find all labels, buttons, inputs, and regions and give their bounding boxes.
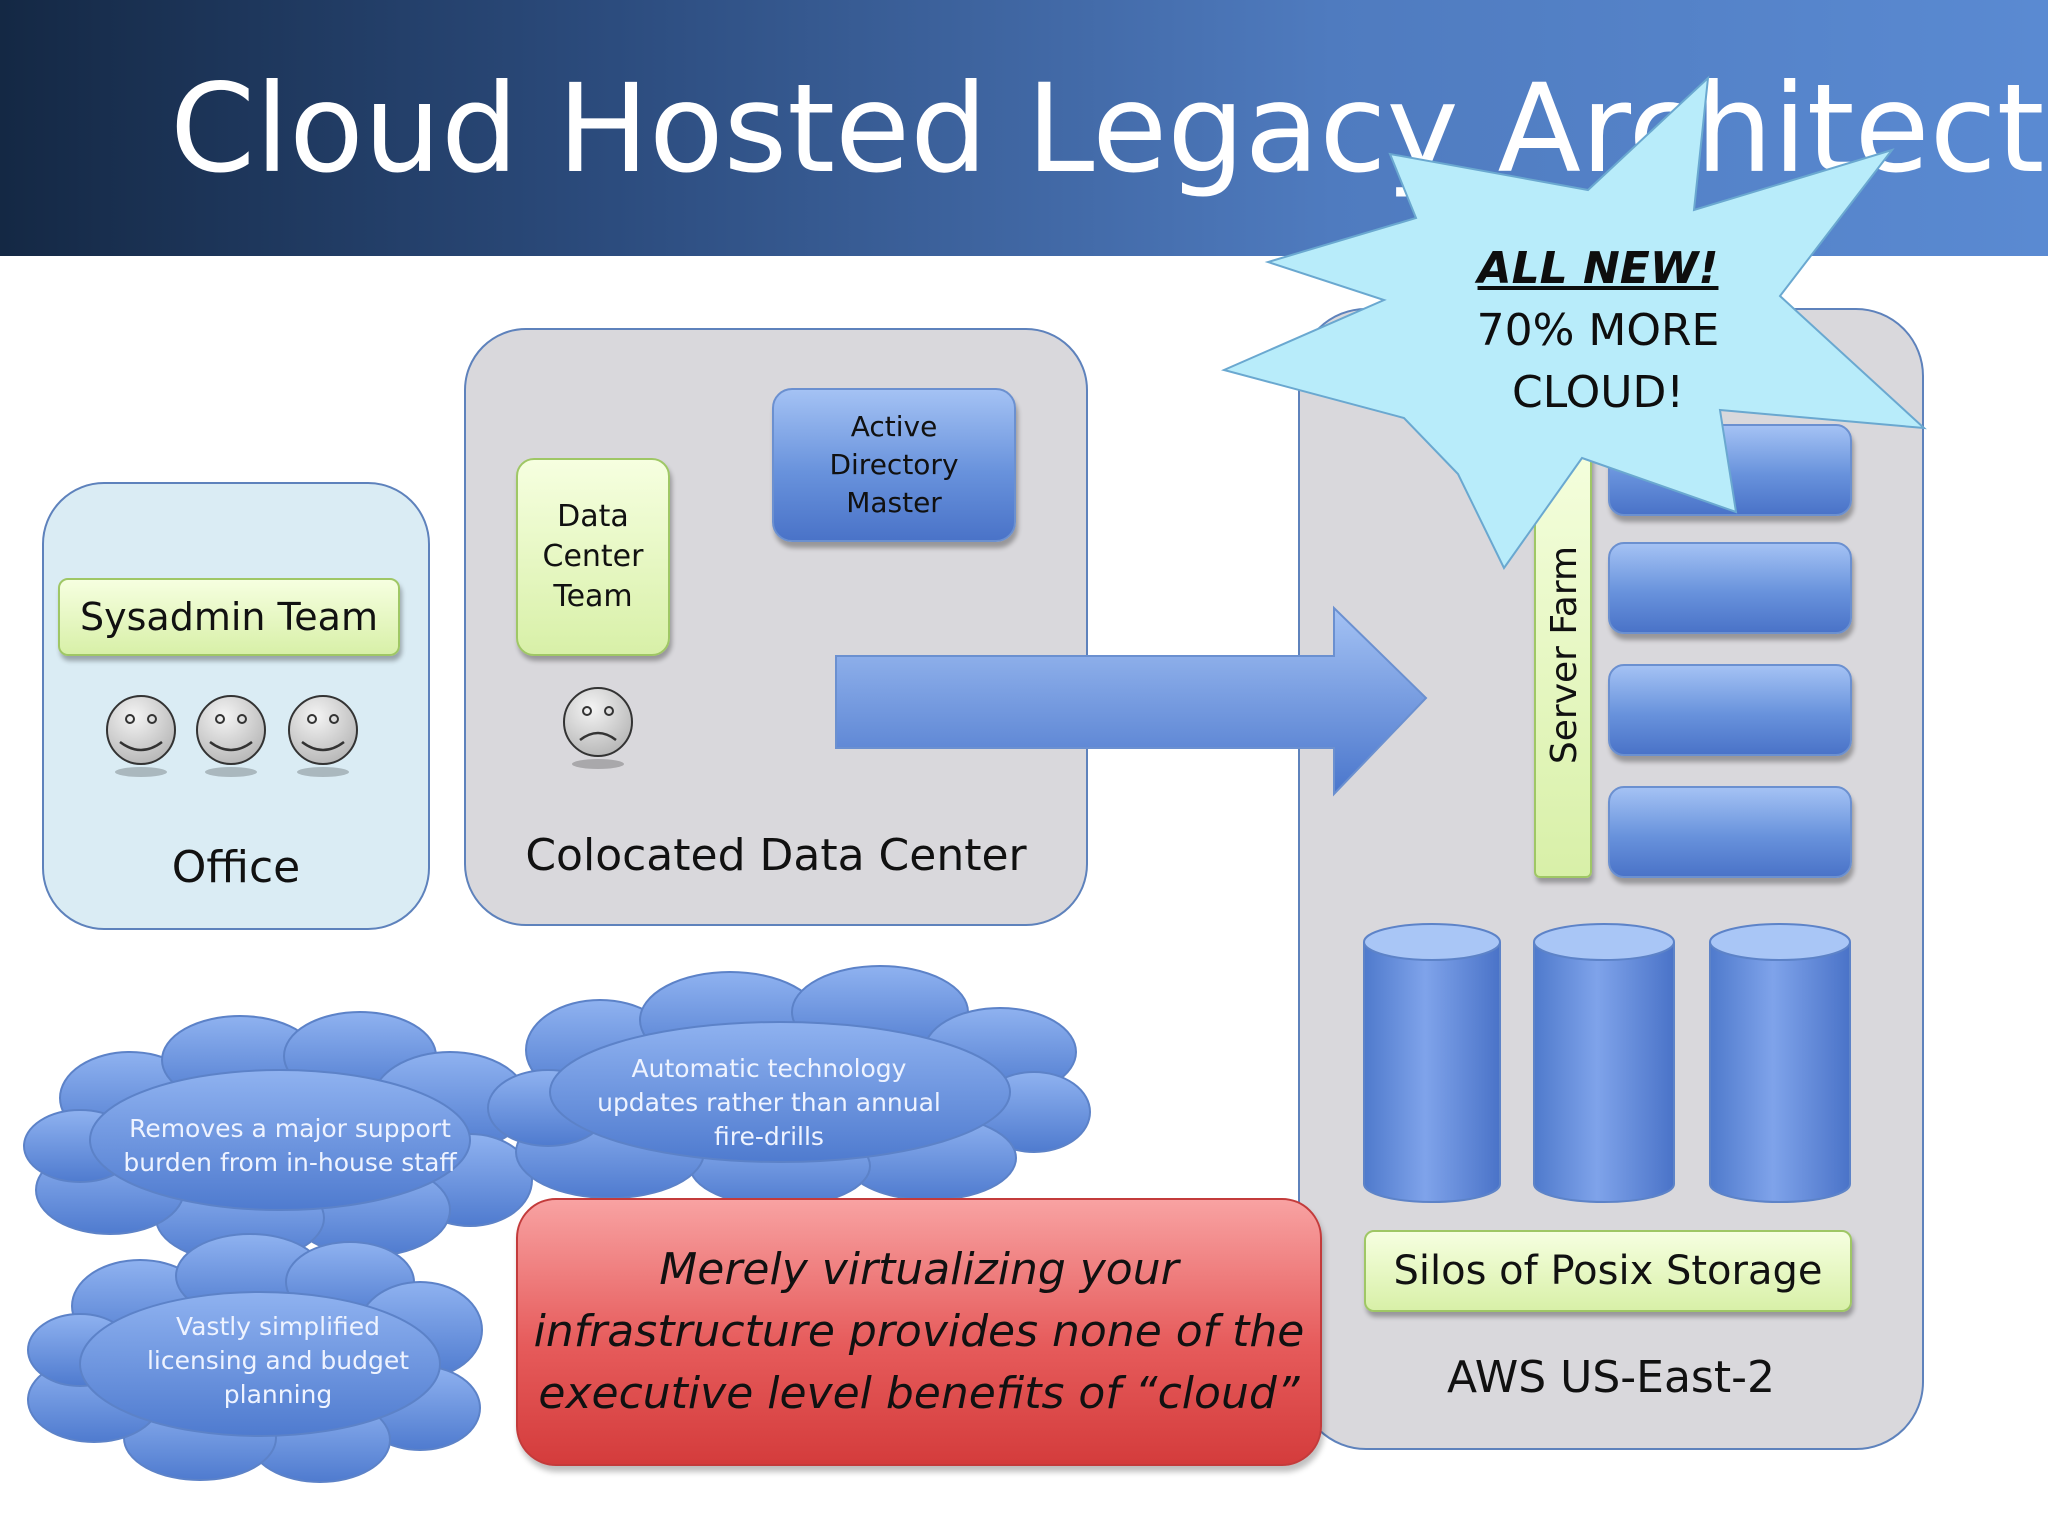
migration-arrow-icon bbox=[835, 605, 1428, 797]
cloud-text-automatic-updates: Automatic technology updates rather than… bbox=[597, 1054, 941, 1151]
colocated-data-center-label: Colocated Data Center bbox=[525, 830, 1027, 881]
office-label: Office bbox=[171, 842, 301, 893]
active-directory-master-box: Active Directory Master bbox=[772, 388, 1016, 542]
storage-cylinder-icon bbox=[1533, 923, 1675, 1203]
aws-us-east-2-label: AWS US-East-2 bbox=[1447, 1352, 1775, 1403]
office-box bbox=[42, 482, 430, 930]
smiling-face-icon bbox=[106, 695, 176, 777]
storage-silos bbox=[1363, 923, 1851, 1203]
starburst-line-2: 70% MORE bbox=[1476, 305, 1720, 356]
server-block bbox=[1608, 786, 1852, 878]
cloud-shape-icon bbox=[487, 965, 1091, 1207]
title-banner: Cloud Hosted Legacy Architecture bbox=[0, 0, 2048, 256]
cloud-text-support-burden: Removes a major support burden from in-h… bbox=[123, 1114, 457, 1177]
smiling-face-icon bbox=[288, 695, 358, 777]
cloud-text-licensing: Vastly simplified licensing and budget p… bbox=[146, 1312, 410, 1409]
sysadmin-team-label: Sysadmin Team bbox=[58, 578, 400, 656]
storage-cylinder-icon bbox=[1363, 923, 1501, 1203]
server-block bbox=[1608, 664, 1852, 756]
starburst-headline: ALL NEW! bbox=[1477, 243, 1719, 294]
slide-title: Cloud Hosted Legacy Architecture bbox=[170, 58, 2048, 200]
cloud-shape-icon bbox=[23, 1011, 533, 1263]
data-center-team-label: Data Center Team bbox=[516, 458, 670, 656]
storage-cylinder-icon bbox=[1709, 923, 1851, 1203]
starburst-line-3: CLOUD! bbox=[1511, 367, 1685, 418]
server-block bbox=[1608, 542, 1852, 634]
silos-of-posix-storage-label: Silos of Posix Storage bbox=[1364, 1230, 1852, 1312]
starburst-text: ALL NEW! 70% MORE CLOUD! bbox=[1410, 238, 1786, 424]
smiling-face-icon bbox=[196, 695, 266, 777]
cloud-shape-icon bbox=[27, 1233, 483, 1483]
sad-face-icon bbox=[563, 687, 633, 769]
virtualization-callout: Merely virtualizing your infrastructure … bbox=[516, 1198, 1322, 1466]
